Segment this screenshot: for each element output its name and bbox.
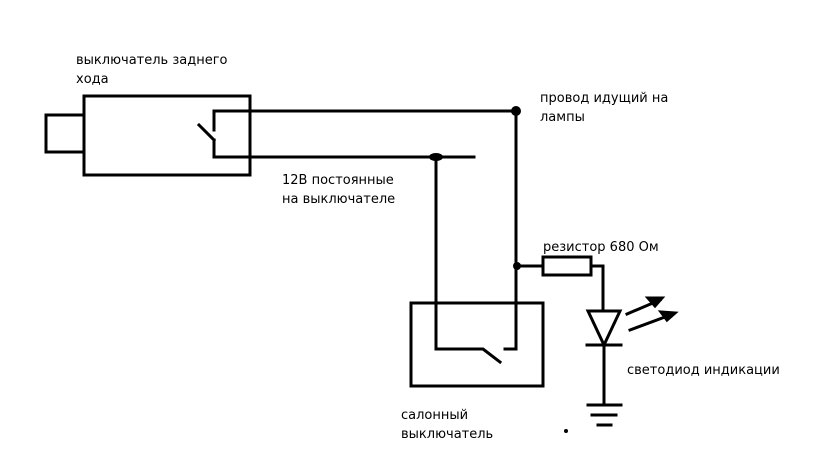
label-reverse-switch: выключатель заднего хода: [76, 51, 228, 89]
label-led: светодиод индикации: [627, 361, 780, 380]
reverse-switch-body: [82, 94, 252, 177]
reverse-switch-contact-lower: [212, 138, 252, 159]
led-triangle: [585, 309, 623, 349]
junction-12v: [429, 153, 443, 161]
cabin-switch-contact: [434, 347, 503, 365]
junction-resistor: [513, 262, 521, 270]
stray-dot: [564, 429, 568, 433]
label-12v-line2: на выключателе: [282, 192, 396, 207]
label-lamp-wire-line1: провод идущий на: [540, 91, 669, 106]
led-arrowhead-1: [644, 296, 666, 309]
label-cabin-switch: салонный выключатель: [401, 406, 493, 444]
junction-lamp: [511, 106, 521, 116]
label-resistor-text: резистор 680 Ом: [543, 240, 659, 255]
wire-resistor-to-led: [589, 264, 605, 313]
label-cabin-switch-line2: выключатель: [401, 427, 494, 442]
label-resistor: резистор 680 Ом: [543, 238, 659, 257]
label-12v-constant: 12В постоянные на выключателе: [282, 171, 395, 209]
label-cabin-switch-line1: салонный: [401, 408, 469, 423]
cabin-switch-body: [409, 301, 545, 388]
label-reverse-switch-line2: хода: [76, 72, 109, 87]
reverse-switch-contact-upper: [212, 109, 252, 132]
resistor-body: [541, 255, 593, 277]
led-arrowhead-2: [657, 310, 679, 323]
label-12v-line1: 12В постоянные: [282, 173, 394, 188]
reverse-switch-contact-lever: [196, 122, 217, 143]
label-reverse-switch-line1: выключатель заднего: [76, 53, 228, 68]
label-led-text: светодиод индикации: [627, 363, 780, 378]
label-lamp-wire-line2: лампы: [540, 110, 585, 125]
label-lamp-wire: провод идущий на лампы: [540, 89, 668, 127]
reverse-switch-plunger: [44, 113, 86, 154]
